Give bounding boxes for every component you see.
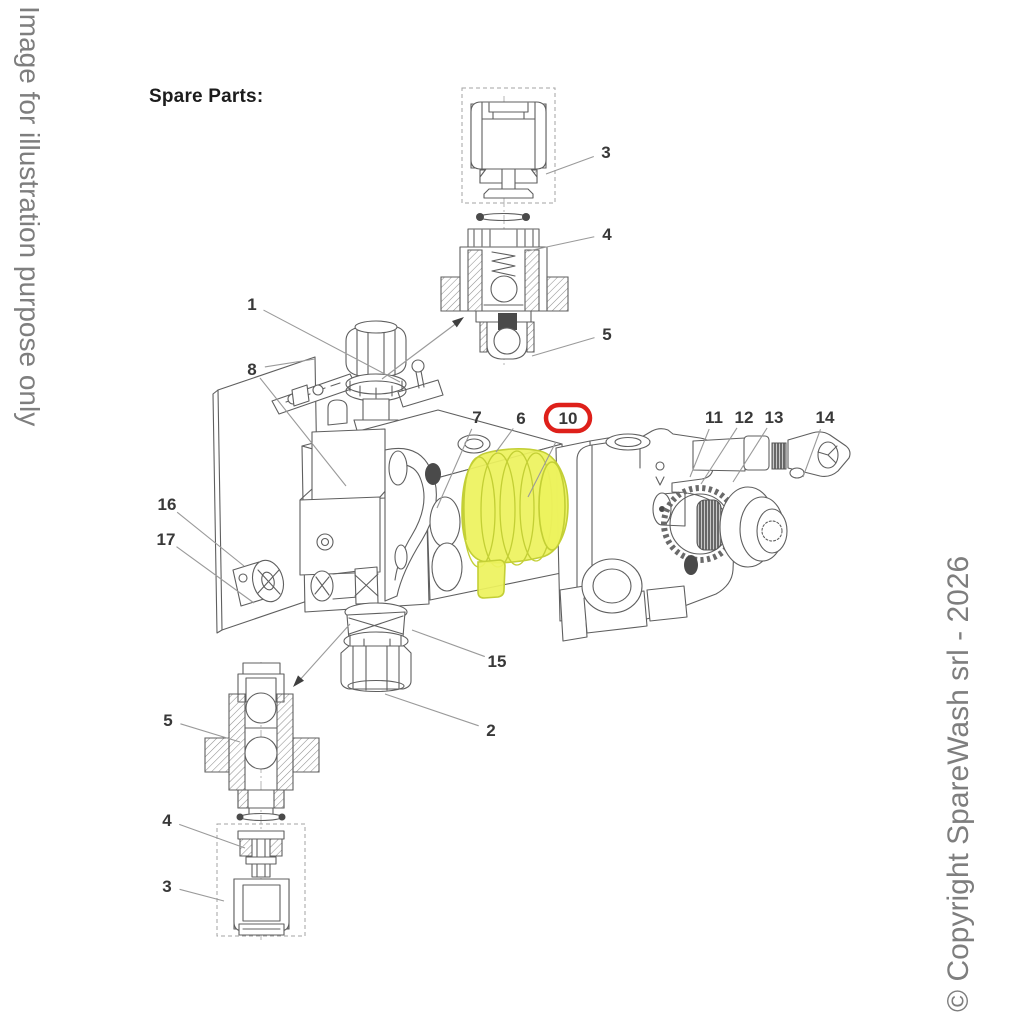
plate-fitting <box>232 559 285 607</box>
callout-leader <box>531 337 595 357</box>
part-number[interactable]: 8 <box>247 360 256 379</box>
callout-4[interactable]: 4 <box>527 225 612 252</box>
direction-arrow-line <box>297 623 351 683</box>
callout-leader <box>263 309 401 383</box>
callout-leader <box>179 888 225 902</box>
callout-leader <box>179 823 246 849</box>
leader-line <box>259 377 347 487</box>
pump-flange <box>581 558 643 614</box>
direction-arrow-head <box>293 675 304 687</box>
part-number[interactable]: 15 <box>488 652 507 671</box>
callout-11[interactable]: 11 <box>689 408 723 478</box>
part-number[interactable]: 16 <box>158 495 177 514</box>
part-number[interactable]: 2 <box>486 721 495 740</box>
bellows-part-highlighted[interactable] <box>461 448 569 599</box>
callout-3[interactable]: 3 <box>545 143 611 175</box>
callout-17[interactable]: 17 <box>157 530 255 604</box>
regulation-knob <box>345 320 407 435</box>
part-number[interactable]: 4 <box>602 225 612 244</box>
callout-leader <box>700 427 738 485</box>
callout-5[interactable]: 5 <box>163 711 241 743</box>
callout-leader <box>732 427 768 483</box>
callout-13[interactable]: 13 <box>732 408 784 483</box>
part-number[interactable]: 12 <box>735 408 754 427</box>
part-number[interactable]: 3 <box>162 877 171 896</box>
bracket-bolt <box>397 359 444 408</box>
callout-15[interactable]: 15 <box>411 629 507 671</box>
callout-leader <box>689 428 710 478</box>
callout-12[interactable]: 12 <box>700 408 754 485</box>
callout-leader <box>495 428 514 453</box>
mounting-rail <box>271 373 358 415</box>
callout-3[interactable]: 3 <box>162 877 225 902</box>
small-post <box>327 399 348 426</box>
callout-1[interactable]: 1 <box>247 295 401 383</box>
callout-leader <box>802 429 822 478</box>
part-number[interactable]: 7 <box>472 408 481 427</box>
check-valve-assembly <box>440 228 569 360</box>
callout-leader <box>180 723 241 743</box>
callout-leader <box>527 441 557 498</box>
annotation-layer: 3 4 5 1 8 7 6 10 11 12 13 14 16 17 15 2 5 4 3 <box>157 143 835 902</box>
callout-7[interactable]: 7 <box>436 408 482 509</box>
callout-4[interactable]: 4 <box>162 811 246 849</box>
callout-leader <box>176 511 245 567</box>
page-title: Spare Parts: <box>149 86 264 107</box>
part-number[interactable]: 6 <box>516 409 525 428</box>
callout-14[interactable]: 14 <box>802 408 835 478</box>
callout-leader <box>545 155 594 175</box>
highlight-ring <box>543 402 593 434</box>
part-number[interactable]: 5 <box>163 711 172 730</box>
part-number[interactable]: 4 <box>162 811 172 830</box>
bottom-valve-assembly <box>204 662 320 940</box>
part-number[interactable]: 14 <box>816 408 835 427</box>
part-number[interactable]: 11 <box>705 408 723 427</box>
callout-leader <box>436 428 473 509</box>
part-number[interactable]: 17 <box>157 530 176 549</box>
part-number[interactable]: 10 <box>559 409 578 428</box>
callout-leader <box>527 236 595 252</box>
lance-rod-assembly <box>692 431 851 479</box>
part-number[interactable]: 3 <box>601 143 610 162</box>
callout-leader <box>176 546 255 604</box>
callout-leader <box>411 629 485 658</box>
strainer-and-nut <box>340 602 412 693</box>
drain-fitting <box>310 566 379 605</box>
callout-leader <box>384 693 479 727</box>
o-ring-bottom <box>236 812 286 822</box>
callout-leader <box>264 358 316 368</box>
direction-arrow-head <box>452 317 464 328</box>
callout-10[interactable]: 10 <box>527 402 593 498</box>
part-number[interactable]: 13 <box>765 408 784 427</box>
callout-5[interactable]: 5 <box>531 325 612 357</box>
callout-8[interactable]: 8 <box>247 358 316 379</box>
callout-6[interactable]: 6 <box>495 409 526 453</box>
o-ring-top <box>476 212 530 222</box>
part-number[interactable]: 1 <box>247 295 256 314</box>
valve-body <box>299 409 567 613</box>
cap-assembly-bottom <box>216 823 306 937</box>
callout-16[interactable]: 16 <box>158 495 245 567</box>
callout-2[interactable]: 2 <box>384 693 496 740</box>
part-number[interactable]: 5 <box>602 325 611 344</box>
direction-arrow-line <box>381 321 459 380</box>
